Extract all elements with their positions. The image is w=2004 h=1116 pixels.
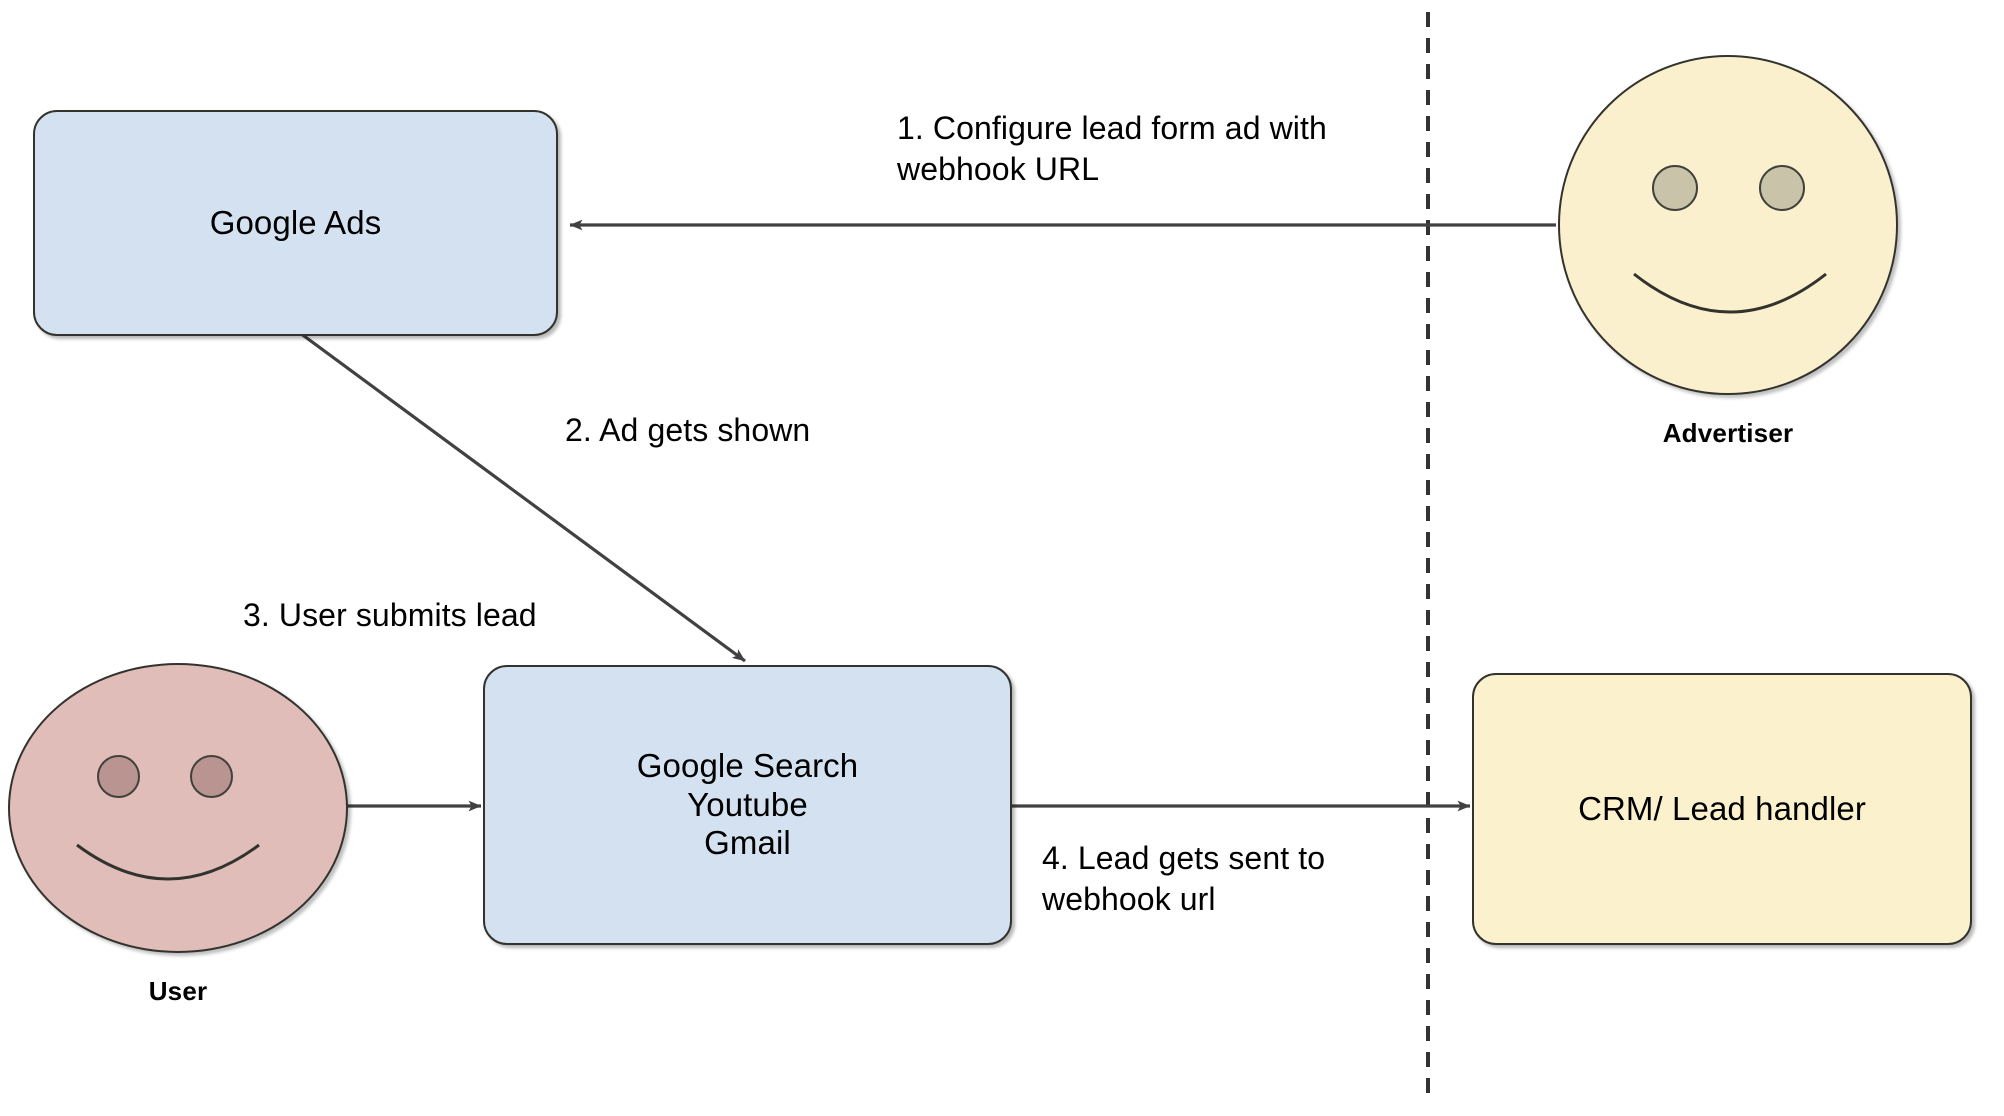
advertiser-right-eye-icon [1759, 165, 1805, 211]
edge-label-2: 2. Ad gets shown [565, 412, 811, 448]
node-google-ads[interactable]: Google Ads [33, 110, 558, 336]
advertiser-left-eye-icon [1652, 165, 1698, 211]
node-crm-lead-handler[interactable]: CRM/ Lead handler [1472, 673, 1972, 945]
edge-label-4: 4. Lead gets sent to webhook url [1042, 840, 1326, 917]
node-google-surfaces[interactable]: Google Search Youtube Gmail [483, 665, 1012, 945]
advertiser-face-icon [1558, 55, 1898, 395]
user-left-eye-icon [97, 755, 140, 798]
user-right-eye-icon [190, 755, 233, 798]
node-google-ads-label: Google Ads [209, 203, 382, 241]
edge-label-3: 3. User submits lead [243, 597, 537, 633]
node-crm-lead-handler-label: CRM/ Lead handler [1578, 789, 1866, 827]
actor-user[interactable]: User [8, 663, 348, 1053]
user-face-icon [8, 663, 348, 953]
user-smile-icon [76, 843, 260, 881]
actor-advertiser[interactable]: Advertiser [1558, 55, 1898, 450]
edge-label-1: 1. Configure lead form ad with webhook U… [897, 110, 1327, 187]
edge-google-ads-to-surfaces [299, 331, 746, 663]
node-google-surfaces-label: Google Search Youtube Gmail [636, 746, 859, 862]
actor-advertiser-label: Advertiser [1662, 418, 1794, 448]
advertiser-smile-icon [1633, 272, 1827, 314]
actor-user-label: User [148, 976, 208, 1006]
